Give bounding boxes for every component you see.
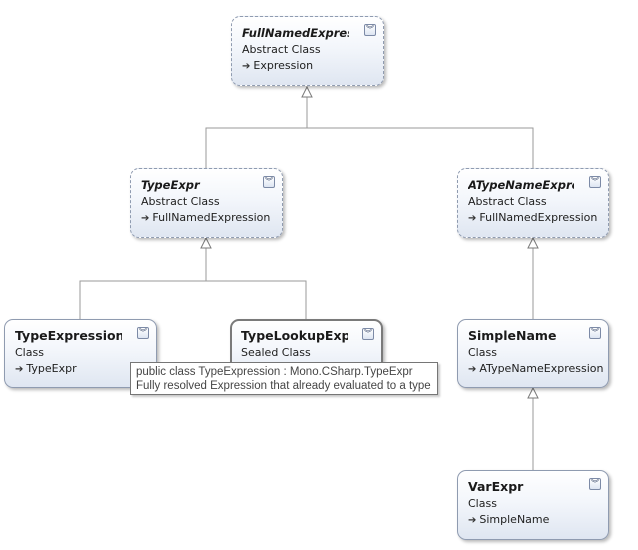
class-shape-simplename[interactable]: SimpleName Class ➔ATypeNameExpression ︾ (457, 319, 609, 388)
base-class: ➔FullNamedExpression (468, 210, 598, 227)
base-class-label: FullNamedExpression (152, 211, 271, 224)
base-class-label: FullNamedExpression (479, 211, 598, 224)
double-chevron-down-icon[interactable]: ︾ (364, 24, 376, 36)
class-tooltip: public class TypeExpression : Mono.CShar… (130, 362, 438, 395)
class-name: SimpleName (468, 328, 557, 343)
base-class-label: SimpleName (479, 513, 550, 526)
double-chevron-down-icon[interactable]: ︾ (589, 478, 601, 490)
class-kind: Sealed Class (241, 346, 311, 359)
base-class: ➔Expression (242, 58, 373, 75)
double-chevron-down-icon[interactable]: ︾ (362, 328, 374, 340)
double-chevron-down-icon[interactable]: ︾ (589, 327, 601, 339)
connector-typeexpression-to-typeexpr (79, 280, 307, 319)
connector-typeexpr-to-fullnamed (205, 127, 534, 168)
inheritance-arrowhead (200, 236, 212, 249)
inheritance-arrowhead (301, 85, 313, 98)
class-name: VarExpr (468, 479, 524, 494)
class-kind: Abstract Class (468, 195, 547, 208)
base-class: ➔TypeExpr (15, 361, 146, 378)
inheritance-arrowhead (527, 386, 539, 399)
right-arrow-icon: ➔ (468, 515, 477, 526)
class-name: TypeExpr (141, 178, 200, 192)
right-arrow-icon: ➔ (468, 213, 477, 224)
right-arrow-icon: ➔ (468, 364, 477, 375)
tooltip-summary: Fully resolved Expression that already e… (136, 380, 431, 392)
tooltip-signature: public class TypeExpression : Mono.CShar… (136, 366, 413, 378)
inheritance-arrowhead (527, 236, 539, 249)
class-name: TypeLookupExp... (241, 328, 348, 343)
class-kind: Class (15, 346, 44, 359)
class-shape-fullnamedexpression[interactable]: FullNamedExpress... Abstract Class ➔Expr… (231, 16, 384, 86)
double-chevron-down-icon[interactable]: ︾ (263, 176, 275, 188)
class-shape-typeexpr[interactable]: TypeExpr Abstract Class ➔FullNamedExpres… (130, 168, 283, 238)
right-arrow-icon: ➔ (15, 364, 24, 375)
class-kind: Abstract Class (141, 195, 220, 208)
right-arrow-icon: ➔ (141, 213, 150, 224)
double-chevron-down-icon[interactable]: ︾ (137, 327, 149, 339)
class-kind: Class (468, 346, 497, 359)
base-class: ➔ATypeNameExpression (468, 361, 604, 378)
base-class-label: TypeExpr (26, 362, 77, 375)
right-arrow-icon: ➔ (242, 61, 251, 72)
base-class: ➔SimpleName (468, 512, 598, 529)
base-class-label: ATypeNameExpression (479, 362, 604, 375)
base-class-label: Expression (253, 59, 314, 72)
class-name: ATypeNameExpres... (468, 178, 574, 192)
class-name: TypeExpression (15, 328, 122, 343)
class-name: FullNamedExpress... (242, 26, 349, 40)
class-kind: Abstract Class (242, 43, 321, 56)
class-shape-atypenameexpression[interactable]: ATypeNameExpres... Abstract Class ➔FullN… (457, 168, 609, 238)
class-kind: Class (468, 497, 497, 510)
base-class: ➔FullNamedExpression (141, 210, 272, 227)
class-shape-varexpr[interactable]: VarExpr Class ➔SimpleName ︾ (457, 470, 609, 540)
double-chevron-down-icon[interactable]: ︾ (589, 176, 601, 188)
